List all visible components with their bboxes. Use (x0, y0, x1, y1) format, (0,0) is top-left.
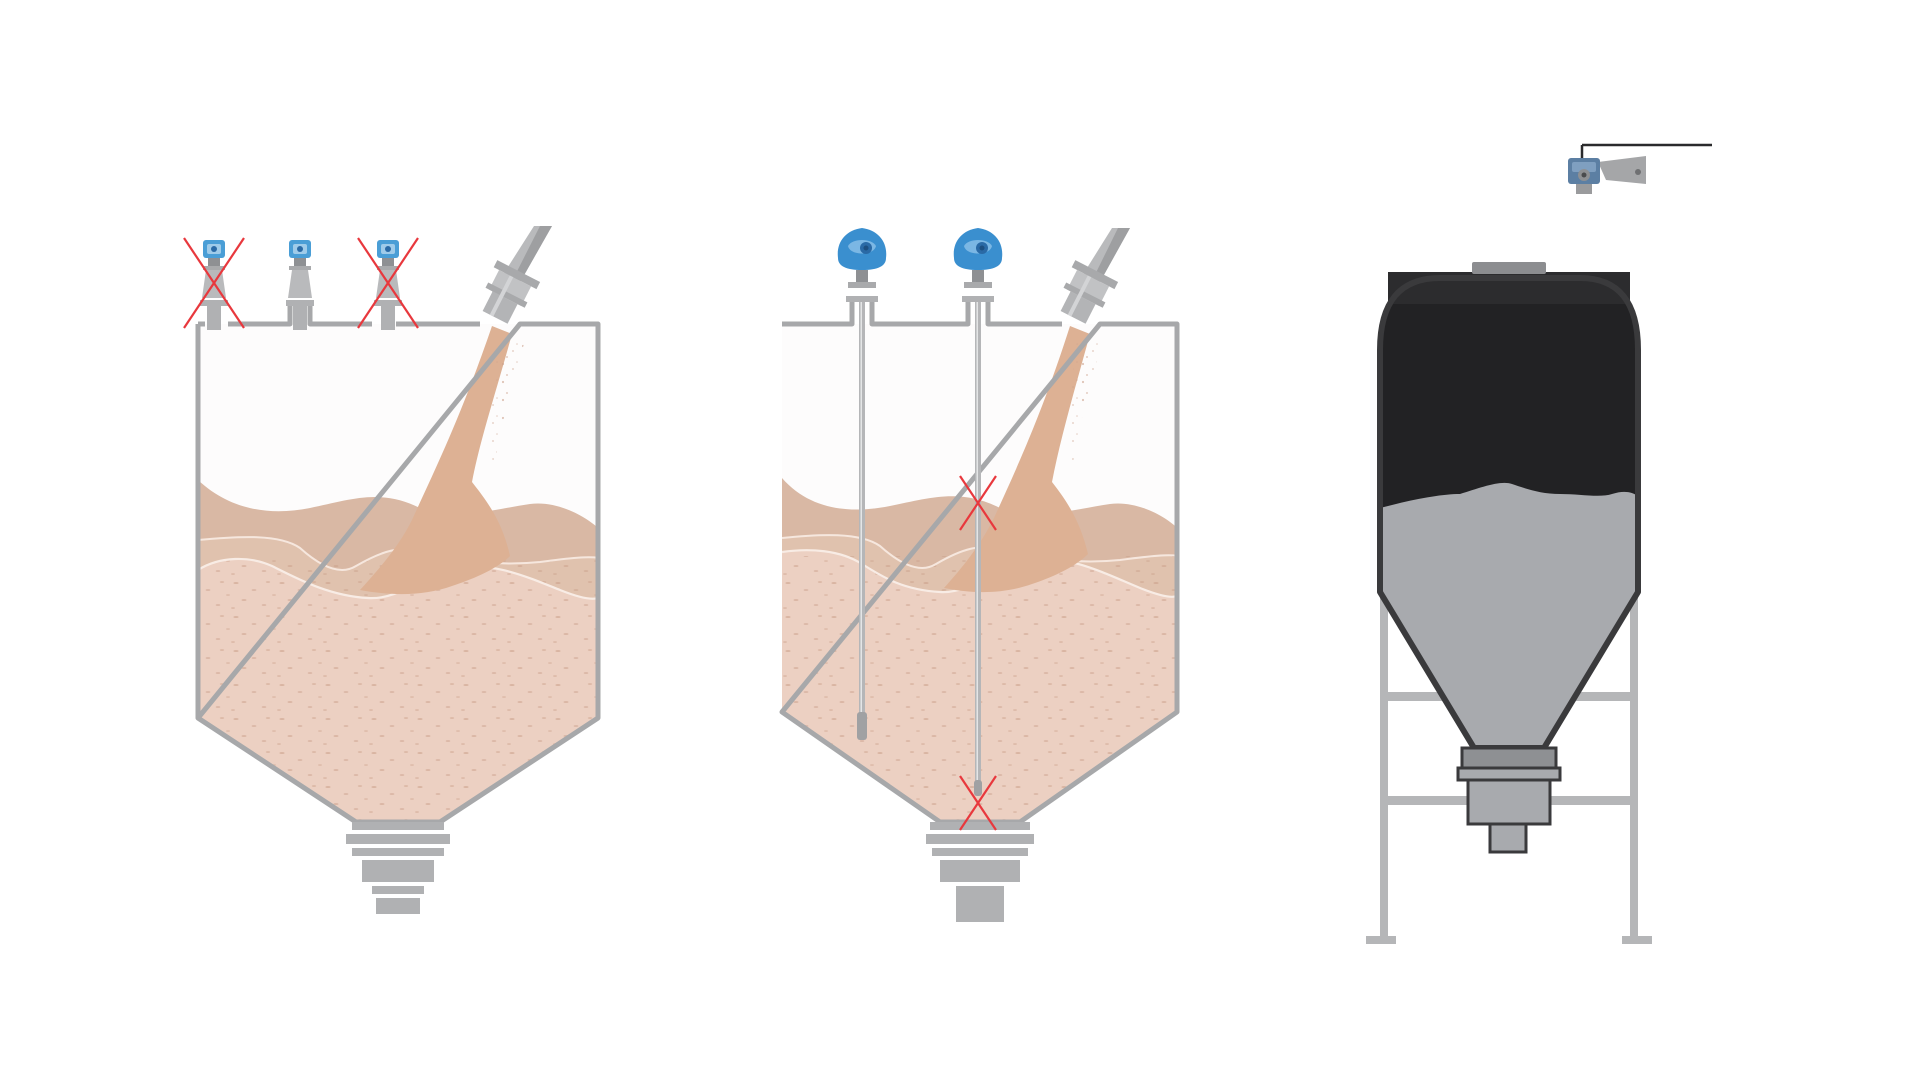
silo-outline (195, 300, 601, 825)
tank-outlet (1456, 746, 1562, 854)
cross-mark-icon (959, 775, 997, 831)
powder-contents (198, 324, 598, 822)
3d-solids-scanner-icon (1568, 143, 1712, 194)
gwr-transmitter-head-1 (837, 228, 887, 288)
sensor-nozzles (846, 296, 994, 302)
silo-outline (779, 302, 1180, 825)
silo-outlet (346, 822, 450, 914)
gwr-transmitter-head-2 (953, 228, 1003, 288)
guided-wave-probe-1 (857, 302, 867, 740)
3d-scanner-tank-panel (1366, 143, 1712, 944)
guided-wave-radar-silo-panel (779, 228, 1180, 922)
silo-outlet (926, 822, 1034, 922)
tank-contents (1380, 278, 1638, 748)
cross-mark-icon (959, 475, 997, 531)
fill-pipe-icon (482, 226, 552, 324)
radar-transmitter-2 (288, 240, 312, 298)
guided-wave-probe-2 (974, 302, 982, 796)
sensor-nozzles (200, 300, 402, 330)
cross-mark-icon (183, 237, 245, 329)
tank-top-cap (1388, 262, 1630, 304)
tank-outline (1377, 275, 1641, 751)
radar-horn-silo-panel (183, 226, 601, 914)
fill-pipe-icon (1060, 228, 1130, 324)
cross-mark-icon (357, 237, 419, 329)
